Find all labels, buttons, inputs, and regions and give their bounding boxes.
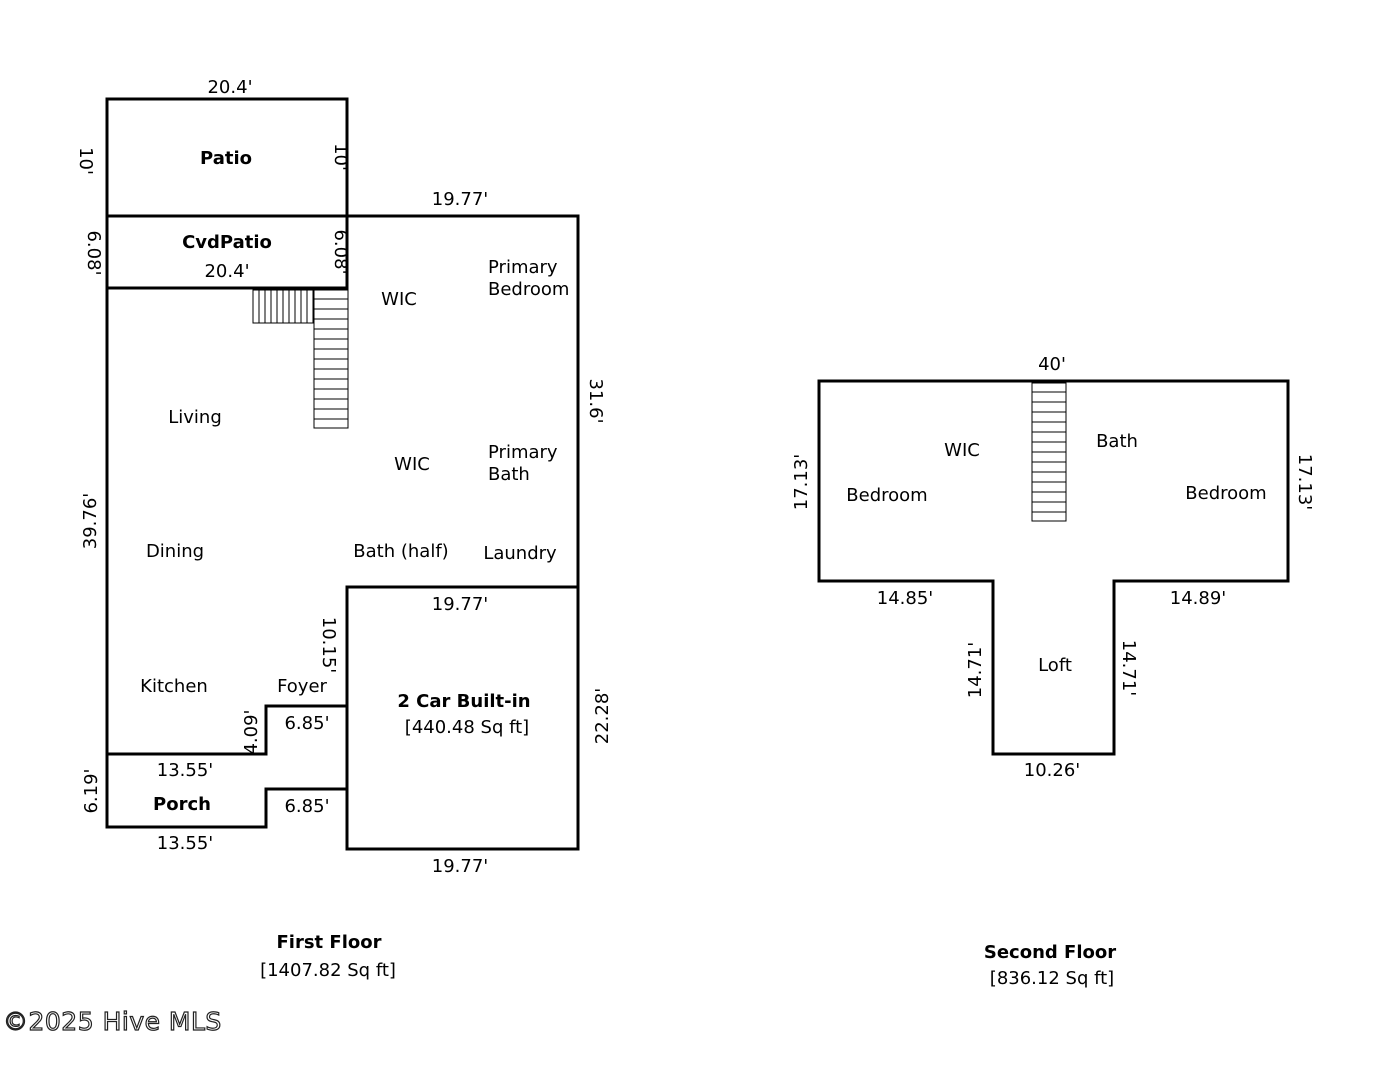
floor-area-first: [1407.82 Sq ft] — [260, 960, 396, 981]
dimension-label: 39.76' — [80, 493, 101, 549]
room-label-wic: WIC — [394, 454, 430, 475]
room-label-wic: WIC — [944, 440, 980, 461]
room-label-bath: Bath — [1096, 431, 1138, 452]
room-label-foyer: Foyer — [277, 676, 327, 697]
dimension-label: 20.4' — [207, 77, 252, 98]
dimension-label: 6.19' — [81, 768, 102, 813]
dimension-label: 14.71' — [965, 642, 986, 698]
dimension-label: 13.55' — [157, 760, 213, 781]
room-label-primary-bedroom: Primary — [488, 257, 558, 278]
room-label-bedroom: Bedroom — [1185, 483, 1266, 504]
garage-area-label: [440.48 Sq ft] — [405, 717, 529, 738]
dimension-label: 31.6' — [585, 378, 606, 423]
watermark: ©2025 Hive MLS — [3, 1007, 222, 1036]
dimension-label: 14.89' — [1170, 588, 1226, 609]
dimension-label: 19.77' — [432, 594, 488, 615]
dimension-label: 10' — [75, 147, 96, 175]
first-floor-plan — [105, 97, 580, 851]
dimension-label: 6.85' — [284, 796, 329, 817]
room-label-living: Living — [168, 407, 222, 428]
floor-title-first: First Floor — [276, 932, 381, 953]
second-floor-outline — [817, 379, 1290, 756]
room-label-laundry: Laundry — [483, 543, 557, 564]
dimension-label: 6.08' — [330, 229, 351, 274]
second-floor-stairs — [1031, 382, 1067, 522]
dimension-label: 4.09' — [241, 709, 262, 754]
room-label-dining: Dining — [146, 541, 204, 562]
room-label-porch: Porch — [153, 794, 211, 815]
dimension-label: 10' — [330, 143, 351, 171]
room-label-wic: WIC — [381, 289, 417, 310]
dimension-label: 20.4' — [204, 261, 249, 282]
dimension-label: 10.15' — [318, 617, 339, 673]
second-floor-plan — [817, 379, 1290, 756]
room-label-garage: 2 Car Built-in — [397, 691, 530, 712]
dimension-label: 14.85' — [877, 588, 933, 609]
room-label-primary-bedroom: Bedroom — [488, 279, 569, 300]
dimension-label: 19.77' — [432, 189, 488, 210]
dimension-label: 17.13' — [1294, 454, 1315, 510]
stair-landing — [252, 289, 316, 324]
dimension-label: 19.77' — [432, 856, 488, 877]
floor-area-second: [836.12 Sq ft] — [990, 968, 1114, 989]
dimension-label: 13.55' — [157, 833, 213, 854]
dimension-label: 17.13' — [791, 454, 812, 510]
room-label-kitchen: Kitchen — [140, 676, 208, 697]
room-label-loft: Loft — [1038, 655, 1072, 676]
room-label-bath-half: Bath (half) — [353, 541, 448, 562]
floor-title-second: Second Floor — [984, 942, 1116, 963]
room-label-bedroom: Bedroom — [846, 485, 927, 506]
room-label-patio: Patio — [200, 148, 252, 169]
room-label-primary-bath: Primary — [488, 442, 558, 463]
dimension-label: 6.85' — [284, 713, 329, 734]
dimension-label: 6.08' — [83, 230, 104, 275]
dimension-label: 10.26' — [1024, 760, 1080, 781]
room-label-primary-bath: Bath — [488, 464, 530, 485]
room-label-covered-patio: CvdPatio — [182, 232, 272, 253]
dimension-label: 14.71' — [1118, 640, 1139, 696]
dimension-label: 22.28' — [592, 688, 613, 744]
porch-outline — [105, 704, 349, 829]
first-floor-stairs — [252, 289, 349, 429]
dimension-label: 40' — [1038, 354, 1066, 375]
